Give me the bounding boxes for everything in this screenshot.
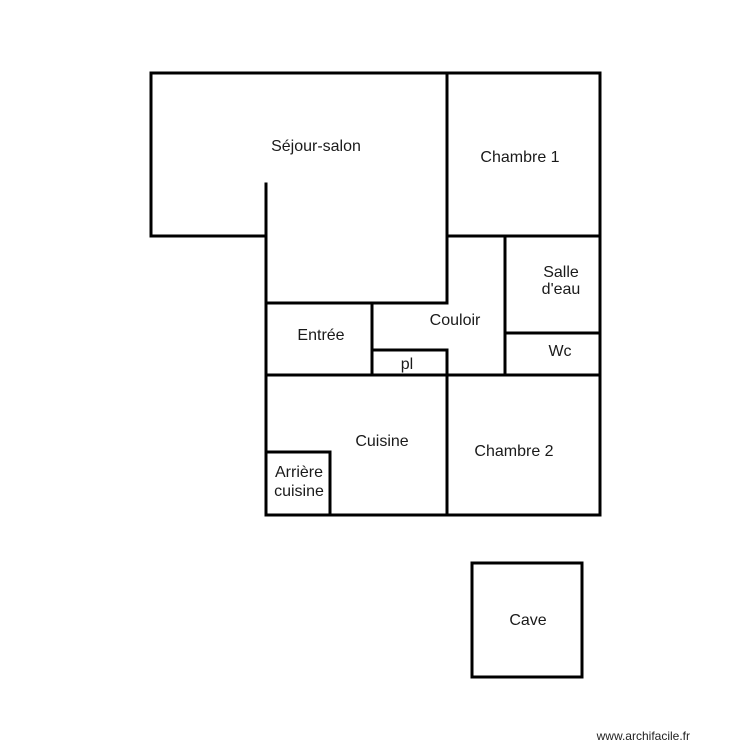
label-salle-deau-line2: d'eau — [542, 281, 581, 298]
wall-cave — [470, 561, 584, 679]
label-chambre-1: Chambre 1 — [480, 149, 559, 166]
label-cave: Cave — [509, 612, 546, 629]
label-placard: pl — [401, 356, 413, 373]
label-wc: Wc — [548, 343, 571, 360]
label-arriere-cuisine-line1: Arrière — [275, 464, 323, 481]
label-salle-deau-line1: Salle — [543, 264, 579, 281]
room-labels: Séjour-salon Chambre 1 Salle d'eau Coulo… — [271, 138, 580, 629]
label-chambre-2: Chambre 2 — [474, 443, 553, 460]
label-cuisine: Cuisine — [355, 433, 408, 450]
wall-arriere-cuisine — [264, 450, 332, 517]
label-arriere-cuisine-line2: cuisine — [274, 483, 324, 500]
wall-sejour — [149, 71, 449, 305]
label-couloir: Couloir — [430, 312, 481, 329]
label-sejour-salon: Séjour-salon — [271, 138, 361, 155]
label-entree: Entrée — [297, 327, 344, 344]
watermark-text: www.archifacile.fr — [596, 729, 690, 743]
walls — [149, 71, 602, 679]
